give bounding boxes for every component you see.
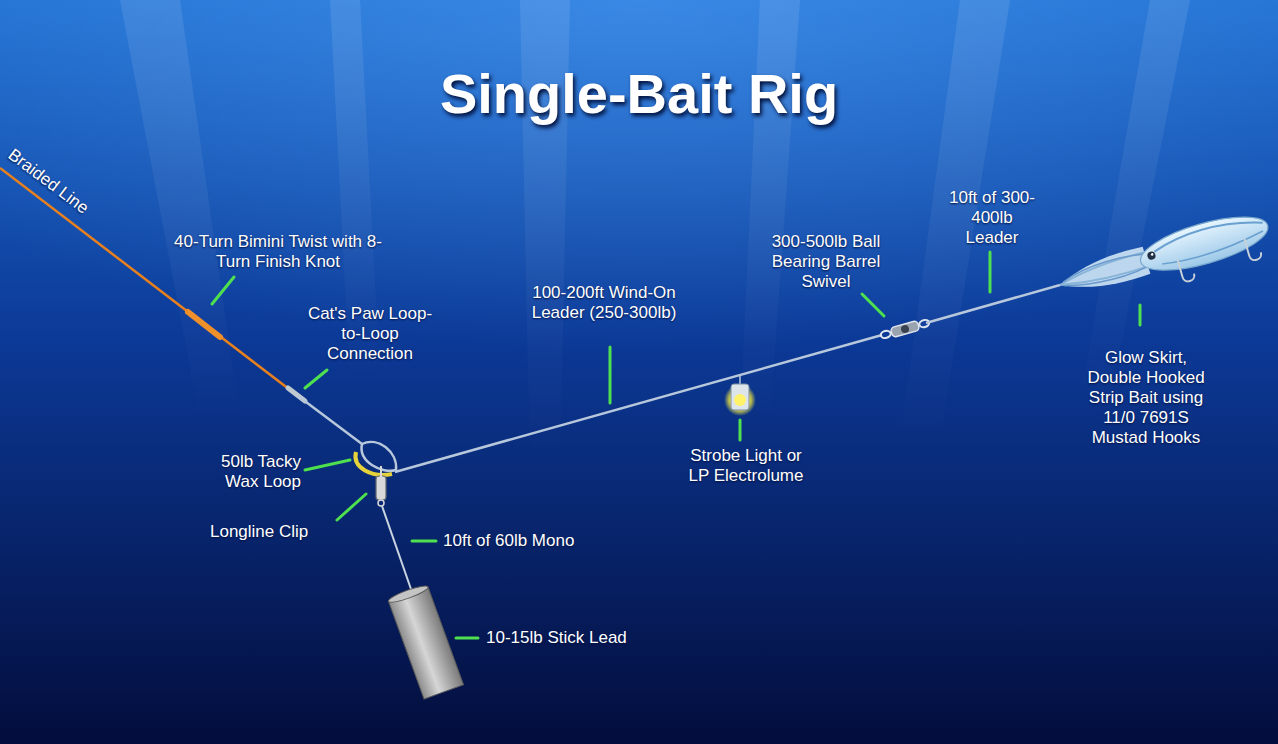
weight-label: 10-15lb Stick Lead xyxy=(486,628,627,648)
title: Single-Bait Rig xyxy=(440,62,838,126)
bimini-twist xyxy=(188,312,220,337)
light-rays xyxy=(120,0,1190,460)
connection-label: Cat's Paw Loop-to-Loop Connection xyxy=(300,304,440,364)
loop-label: 50lb Tacky Wax Loop xyxy=(191,452,301,492)
lure-label: Glow Skirt, Double Hooked Strip Bait usi… xyxy=(1080,348,1212,448)
light-label: Strobe Light or LP Electrolume xyxy=(681,446,811,486)
knot-label: 40-Turn Bimini Twist with 8-Turn Finish … xyxy=(162,232,394,272)
swivel-label: 300-500lb Ball Bearing Barrel Swivel xyxy=(761,232,891,292)
leader xyxy=(926,285,1060,323)
squid-lure xyxy=(1054,206,1276,316)
wind-on-loop xyxy=(298,396,362,444)
braided-line xyxy=(0,168,298,396)
longline-clip xyxy=(376,466,386,506)
mono-label: 10ft of 60lb Mono xyxy=(443,531,574,551)
callout-leaders xyxy=(212,252,1140,638)
leader-label: 10ft of 300-400lb Leader xyxy=(945,188,1040,248)
wind-on-leader xyxy=(395,335,882,472)
leader-loop xyxy=(362,442,397,471)
mono-line xyxy=(382,506,412,592)
wax-loop xyxy=(355,452,392,475)
barrel-swivel xyxy=(880,317,931,340)
surface-glow xyxy=(0,0,1278,500)
stick-lead xyxy=(387,583,463,699)
leader-label: 100-200ft Wind-On Leader (250-300lb) xyxy=(529,283,679,323)
clip-label: Longline Clip xyxy=(210,522,308,542)
strobe-light xyxy=(724,375,756,416)
